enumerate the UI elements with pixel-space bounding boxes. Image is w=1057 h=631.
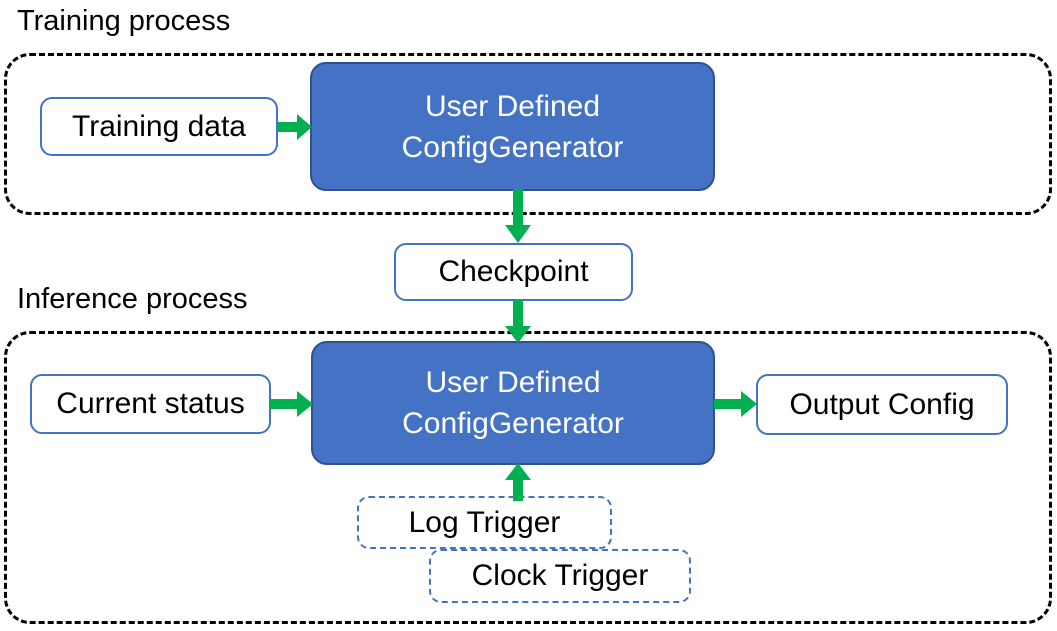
node-checkpoint[interactable]: Checkpoint: [394, 243, 633, 301]
inference-process-title: Inference process: [17, 283, 248, 315]
node-clock-trigger[interactable]: Clock Trigger: [429, 549, 691, 603]
arrow-right-current-status-to-configgenerator: [270, 389, 314, 419]
arrow-down-checkpoint-to-configgenerator: [503, 299, 533, 345]
inference-process-container: [4, 331, 1052, 624]
proc-label-line1: User Defined: [425, 366, 601, 399]
node-training-data[interactable]: Training data: [40, 97, 278, 156]
arrow-up-log-trigger-to-configgenerator: [503, 463, 533, 501]
training-process-title: Training process: [17, 5, 231, 37]
node-user-defined-configgenerator-training[interactable]: User Defined ConfigGenerator: [310, 62, 715, 191]
proc-label-line1: User Defined: [424, 89, 601, 123]
node-user-defined-configgenerator-inference[interactable]: User Defined ConfigGenerator: [311, 341, 715, 465]
arrow-right-training-data-to-configgenerator: [277, 112, 313, 142]
node-current-status[interactable]: Current status: [30, 374, 271, 434]
proc-label-line2: ConfigGenerator: [402, 407, 624, 440]
node-output-config[interactable]: Output Config: [756, 374, 1008, 435]
proc-label-line2: ConfigGenerator: [401, 130, 624, 164]
training-process-container: [4, 53, 1052, 215]
arrow-down-configgenerator-to-checkpoint: [503, 189, 533, 245]
node-log-trigger[interactable]: Log Trigger: [357, 496, 612, 549]
arrow-right-configgenerator-to-output-config: [714, 389, 758, 419]
